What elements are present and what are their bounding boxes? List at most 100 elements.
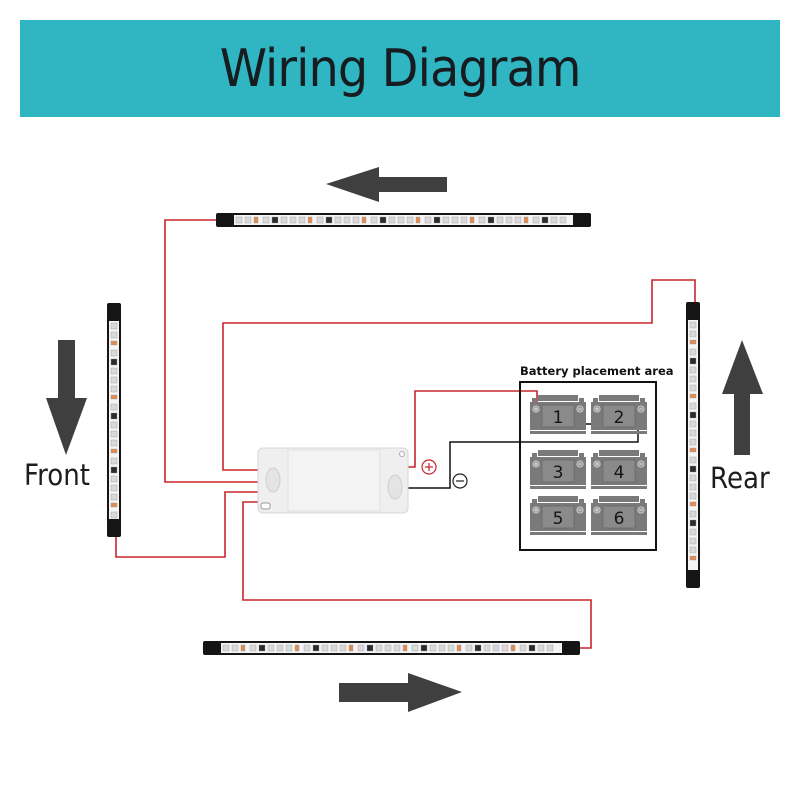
led-chip <box>110 340 118 346</box>
led-chip <box>110 322 118 330</box>
led-chip <box>235 216 243 224</box>
led-chip <box>689 411 697 419</box>
led-chip <box>110 511 118 519</box>
led-chip <box>496 216 504 224</box>
led-strips <box>107 213 700 655</box>
led-chip <box>267 644 275 652</box>
led-chip <box>411 644 419 652</box>
led-chip <box>523 216 529 224</box>
led-chip <box>289 216 297 224</box>
led-chip <box>271 216 279 224</box>
led-chip <box>110 331 118 339</box>
arrow-right-icon <box>339 673 462 712</box>
led-chip <box>262 216 270 224</box>
led-chip <box>330 644 338 652</box>
title-banner: Wiring Diagram <box>20 20 780 117</box>
arrow-up-icon <box>722 340 763 455</box>
negative-icon <box>452 473 468 489</box>
led-chip <box>110 367 118 375</box>
led-chip <box>689 483 697 491</box>
wire-battery-positive <box>407 390 538 468</box>
battery-5: 5 <box>530 496 586 535</box>
led-chip <box>110 502 118 508</box>
led-chip <box>352 216 360 224</box>
led-chip <box>110 475 118 483</box>
led-chip <box>110 403 118 411</box>
led-chip <box>379 216 387 224</box>
led-chip <box>110 439 118 447</box>
led-chip <box>689 465 697 473</box>
led-chip <box>546 644 554 652</box>
battery-number: 6 <box>614 509 625 529</box>
led-chip <box>280 216 288 224</box>
led-chip <box>447 644 455 652</box>
controller-logo-right <box>387 474 403 500</box>
led-chip <box>689 393 697 399</box>
positive-icon <box>421 459 437 475</box>
battery-number: 5 <box>553 509 564 529</box>
led-chip <box>689 447 697 453</box>
battery-placement-area <box>519 381 657 551</box>
led-chip <box>689 537 697 545</box>
led-strip-bottom <box>203 641 580 655</box>
led-chip <box>375 644 383 652</box>
battery-number: 2 <box>614 408 625 428</box>
led-chip <box>429 644 437 652</box>
battery-6: 6 <box>591 496 647 535</box>
controller-box <box>257 447 409 514</box>
led-chip <box>110 394 118 400</box>
led-chip <box>393 644 401 652</box>
battery-number: 3 <box>553 463 564 483</box>
led-chip <box>316 216 324 224</box>
led-chip <box>532 216 540 224</box>
led-chip <box>343 216 351 224</box>
wire-left-strip <box>115 491 258 558</box>
led-chip <box>258 644 266 652</box>
led-chip <box>689 420 697 428</box>
led-chip <box>361 216 367 224</box>
led-chip <box>294 644 300 652</box>
arrow-down-icon <box>46 340 87 455</box>
led-chip <box>222 644 230 652</box>
controller-logo-left <box>265 467 281 493</box>
led-chip <box>110 349 118 357</box>
led-chip <box>474 644 482 652</box>
led-chip <box>689 375 697 383</box>
led-chip <box>110 448 118 454</box>
mount-hole <box>260 502 271 510</box>
led-chip <box>424 216 432 224</box>
led-chip <box>689 474 697 482</box>
led-chip <box>249 644 257 652</box>
wire-bottom-strip <box>242 501 592 649</box>
led-chip <box>276 644 284 652</box>
battery-3: 3 <box>530 450 586 489</box>
led-chip <box>456 644 462 652</box>
led-chip <box>110 376 118 384</box>
led-chip <box>388 216 396 224</box>
led-chip <box>689 357 697 365</box>
led-chip <box>478 216 486 224</box>
led-chip <box>689 492 697 500</box>
led-chip <box>689 519 697 527</box>
led-chip <box>689 339 697 345</box>
led-chip <box>689 348 697 356</box>
led-chip <box>406 216 414 224</box>
led-chip <box>689 555 697 561</box>
positive-wires <box>115 219 696 649</box>
led-chip <box>325 216 333 224</box>
led-chip <box>334 216 342 224</box>
led-chip <box>339 644 347 652</box>
led-strip-top <box>216 213 591 227</box>
led-chip <box>469 216 475 224</box>
led-chip <box>433 216 441 224</box>
led-chip <box>550 216 558 224</box>
led-chip <box>231 644 239 652</box>
led-chip <box>689 546 697 554</box>
led-chip <box>689 321 697 329</box>
led-chip <box>348 644 354 652</box>
led-strip-left <box>107 303 121 537</box>
led-chip <box>537 644 545 652</box>
led-chip <box>240 644 246 652</box>
front-label: Front <box>24 458 91 492</box>
